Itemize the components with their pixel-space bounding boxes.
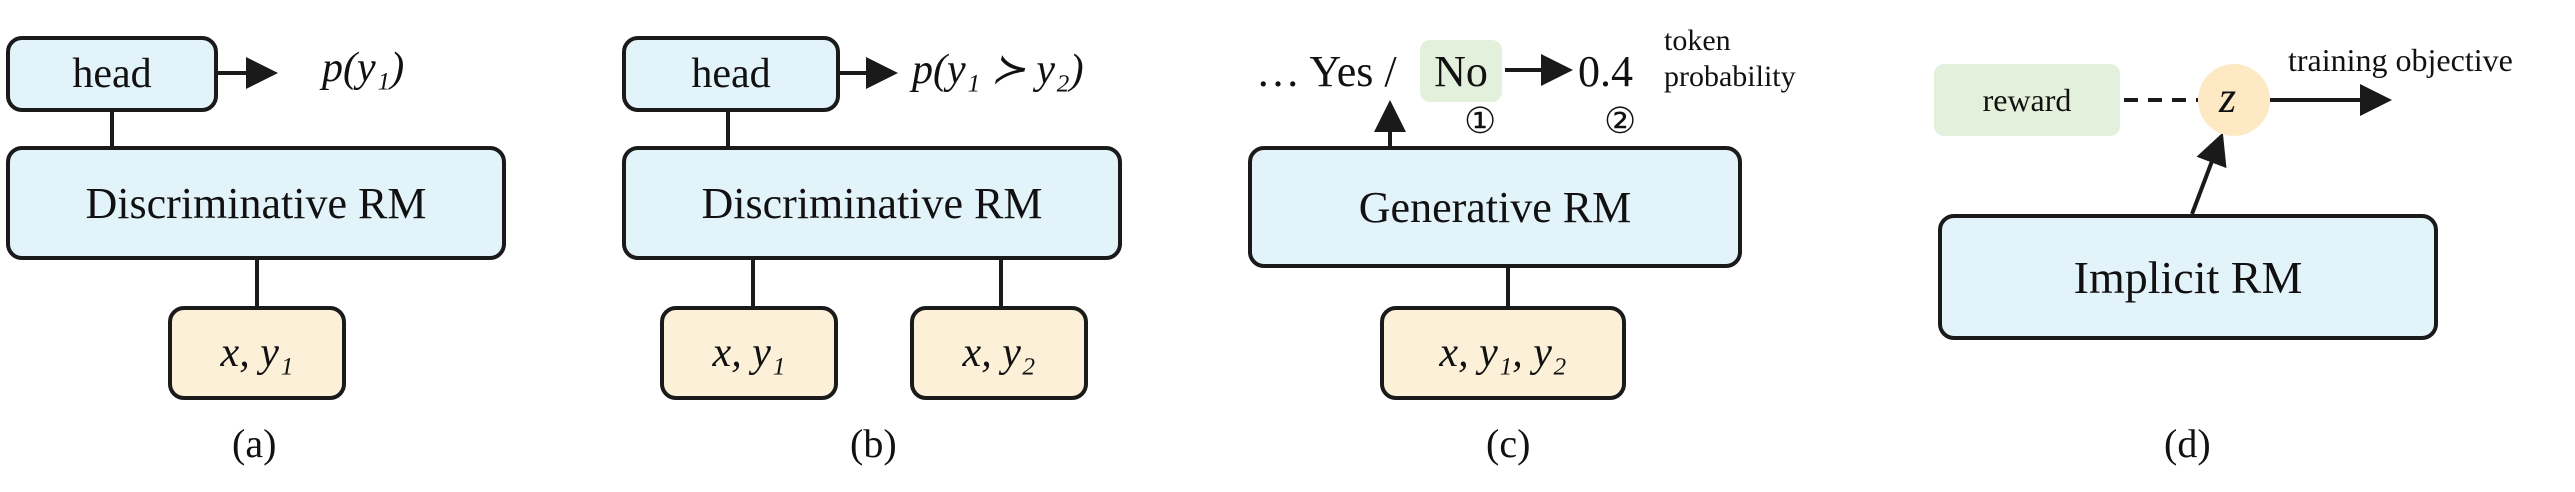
input-2-label-b: x, y₂ <box>962 330 1036 376</box>
input-label-c: x, y₁, y₂ <box>1439 330 1567 376</box>
no-token-label-c: No <box>1434 46 1488 96</box>
head-box-b: head <box>622 36 840 112</box>
token-probability-label-line1-c: token <box>1664 24 1731 57</box>
output-formula-a: p(y₁) <box>322 45 405 91</box>
input-box-1-b: x, y₁ <box>660 306 838 400</box>
generative-rm-box-c: Generative RM <box>1248 146 1742 268</box>
caption-b: (b) <box>850 421 897 466</box>
probability-value-c: 0.4 <box>1578 47 1633 96</box>
latent-node-d <box>2198 64 2270 136</box>
model-label-b: Discriminative RM <box>701 178 1043 228</box>
discriminative-rm-box-a: Discriminative RM <box>6 146 506 260</box>
reward-label-d: reward <box>1982 81 2072 118</box>
training-objective-label-d: training objective <box>2288 42 2513 78</box>
model-label-a: Discriminative RM <box>85 178 427 228</box>
caption-a: (a) <box>232 421 277 466</box>
input-box-a: x, y₁ <box>168 306 346 400</box>
model-label-c: Generative RM <box>1358 182 1632 232</box>
input-box-2-b: x, y₂ <box>910 306 1088 400</box>
model-to-latent-arrow-d <box>2190 132 2227 215</box>
step-2-marker-c: ② <box>1604 101 1637 141</box>
caption-c: (c) <box>1486 421 1531 466</box>
input-label-a: x, y₁ <box>220 330 294 376</box>
step-1-marker-c: ① <box>1464 101 1497 141</box>
input-1-label-b: x, y₁ <box>712 330 786 376</box>
discriminative-rm-box-b: Discriminative RM <box>622 146 1122 260</box>
token-sequence-c: … Yes / <box>1256 47 1397 96</box>
implicit-rm-box-d: Implicit RM <box>1938 214 2438 340</box>
no-token-highlight-c: No <box>1420 40 1502 102</box>
caption-d: (d) <box>2164 421 2211 466</box>
token-probability-label-line2-c: probability <box>1664 60 1796 93</box>
model-label-d: Implicit RM <box>2073 251 2303 303</box>
head-label-a: head <box>72 51 152 97</box>
head-label-b: head <box>691 51 771 97</box>
output-formula-b: p(y₁ ≻ y₂) <box>912 47 1084 93</box>
input-box-c: x, y₁, y₂ <box>1380 306 1626 400</box>
head-box-a: head <box>6 36 218 112</box>
latent-label-d: z <box>2219 73 2237 122</box>
reward-box-d: reward <box>1934 64 2120 136</box>
